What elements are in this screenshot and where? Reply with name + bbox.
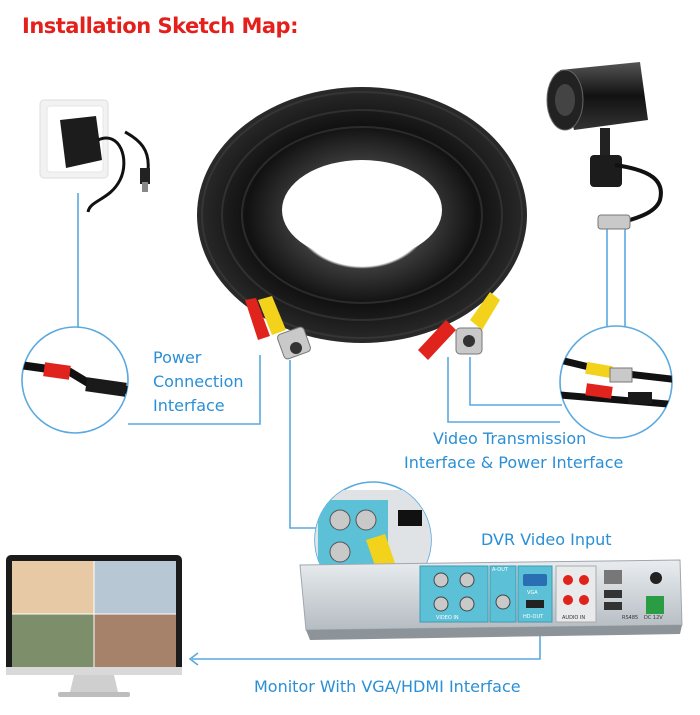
video-label-line1: Video Transmission (433, 429, 587, 448)
monitor-label: Monitor With VGA/HDMI Interface (254, 677, 521, 696)
dvr-hd-out-label: HD-OUT (523, 614, 544, 620)
camera-zoom-circle (559, 325, 673, 439)
video-label-line2: Interface & Power Interface (404, 453, 624, 472)
dvr-vga-label: VGA (527, 590, 538, 596)
power-label-line3: Interface (153, 396, 225, 415)
camera-icon (546, 62, 663, 230)
dvr-panel-labels: VIDEO IN A-OUT VGA HD-OUT AUDIO IN RS485… (436, 567, 663, 621)
power-zoom-to-plug-line (128, 355, 261, 425)
video-plug-line-2 (469, 357, 562, 406)
power-label-line1: Power (153, 348, 202, 367)
power-label-line2: Connection (153, 372, 244, 391)
dvr-dc12v-label: DC 12V (644, 615, 663, 621)
cable-coil-icon (197, 87, 527, 360)
dvr-input-label: DVR Video Input (481, 530, 612, 549)
diagram-title: Installation Sketch Map: (22, 14, 298, 38)
dvr-icon (299, 559, 683, 640)
monitor-icon (6, 555, 182, 697)
power-adapter-icon (39, 99, 150, 213)
arrow-head (188, 652, 199, 666)
dvr-video-in-label: VIDEO IN (436, 615, 459, 621)
dvr-a-out-label: A-OUT (492, 567, 509, 573)
bnc-to-dvr-zoom-line (289, 360, 318, 529)
power-zoom-circle (21, 326, 129, 434)
video-plug-line-1 (447, 357, 560, 423)
dvr-rs485-label: RS485 (622, 615, 638, 621)
dvr-audio-in-label: AUDIO IN (562, 615, 585, 621)
